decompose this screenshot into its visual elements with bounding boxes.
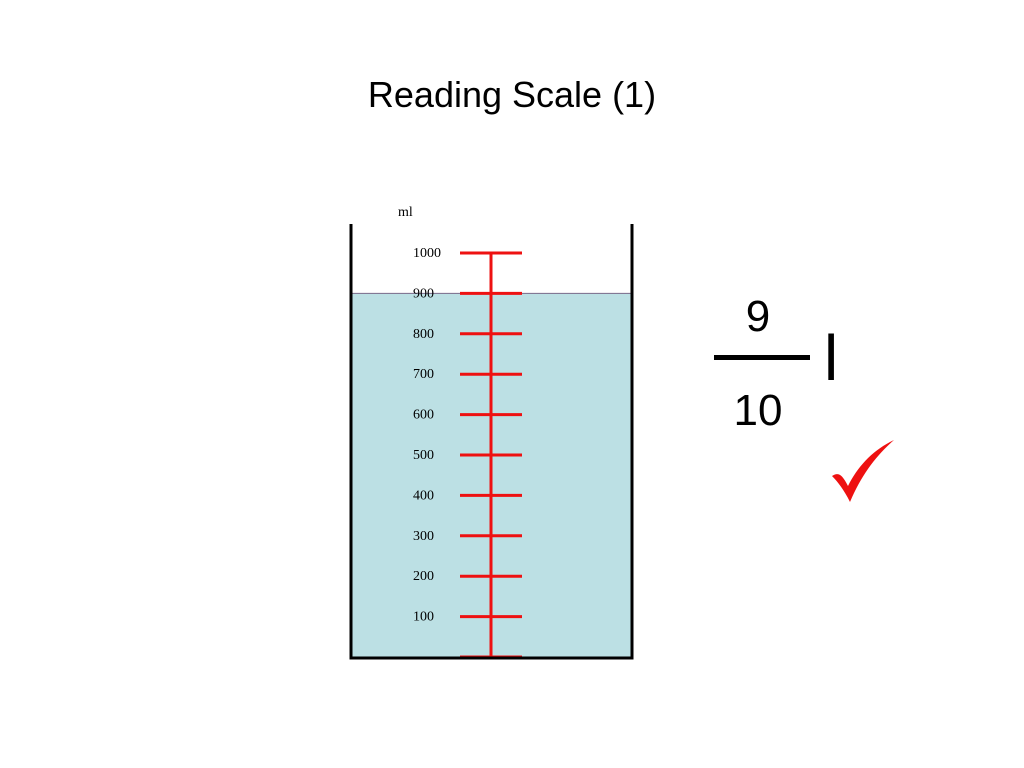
scale-label-800: 800 (413, 327, 434, 342)
scale-label-600: 600 (413, 408, 434, 423)
scale-label-1000: 1000 (413, 246, 441, 261)
scale-label-500: 500 (413, 448, 434, 463)
beaker-outline (349, 224, 634, 660)
slide-title: Reading Scale (1) (367, 74, 657, 115)
scale-label-200: 200 (413, 569, 434, 584)
scale-label-900: 900 (413, 286, 434, 301)
fraction-denominator: 10 (733, 386, 783, 435)
scale-unit-label: ml (398, 205, 413, 220)
litre-unit: l (824, 322, 839, 394)
scale-label-300: 300 (413, 529, 434, 544)
scale-label-400: 400 (413, 488, 434, 503)
scale-label-700: 700 (413, 367, 434, 382)
fraction-bar (714, 355, 810, 360)
fraction-numerator: 9 (745, 292, 771, 341)
scale-label-100: 100 (413, 610, 434, 625)
check-mark-icon (832, 440, 894, 502)
